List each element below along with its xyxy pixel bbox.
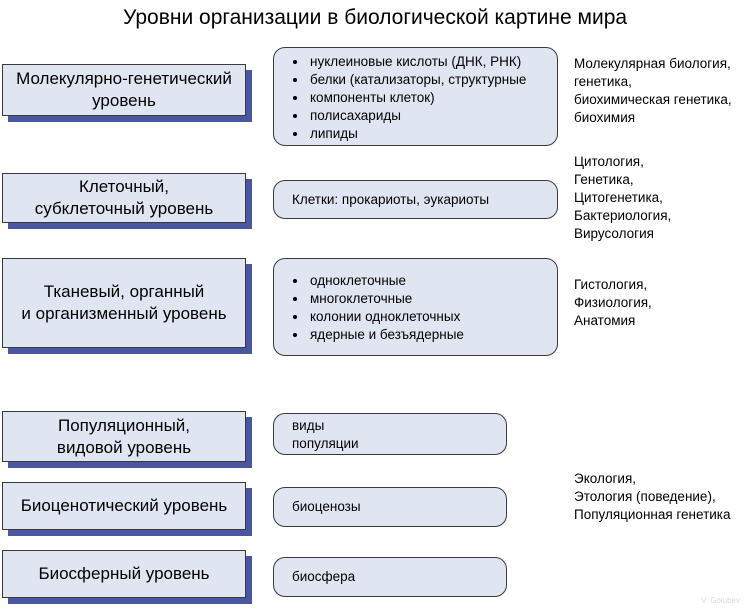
content-box-cellular: Клетки: прокариоты, эукариоты	[273, 180, 558, 219]
list-item: белки (катализаторы, структурные	[308, 71, 557, 89]
science-line: Цитогенетика,	[574, 190, 663, 205]
level-name-line: Популяционный,	[57, 415, 191, 435]
level-name-line: Тканевый, органный	[43, 282, 205, 301]
level-name-line: Клеточный,	[78, 177, 170, 196]
level-tissue-organ-organism: Тканевый, органный и организменный урове…	[2, 258, 246, 348]
list-item: полисахариды	[308, 107, 557, 125]
list-item: компоненты клеток)	[308, 89, 557, 107]
content-box-molecular: нуклеиновые кислоты (ДНК, РНК) белки (ка…	[273, 47, 558, 146]
science-line: Гистология,	[574, 277, 648, 292]
content-text: популяции	[292, 436, 359, 451]
level-name-line: Молекулярно-генетический	[16, 69, 232, 88]
science-line: Молекулярная биология,	[574, 56, 731, 71]
science-line: Вирусология	[574, 226, 654, 241]
list-item: липиды	[308, 125, 557, 143]
science-line: Экология,	[574, 471, 637, 486]
watermark: V. Golubev	[701, 596, 740, 605]
sciences-cellular: Цитология, Генетика, Цитогенетика, Бакте…	[574, 153, 671, 243]
level-molecular-genetic: Молекулярно-генетический уровень	[2, 64, 246, 116]
content-box-biocenotic: биоценозы	[273, 487, 507, 527]
list-item: одноклеточные	[308, 272, 557, 290]
content-text: биосфера	[292, 569, 356, 584]
science-line: Генетика,	[574, 172, 634, 187]
level-name-line: субклеточный уровень	[34, 199, 214, 218]
level-name-line: и организменный уровень	[21, 304, 227, 323]
content-box-biosphere: биосфера	[273, 557, 507, 597]
science-line: Популяционная генетика	[574, 507, 731, 522]
level-name-line: видовой уровень	[56, 437, 192, 457]
content-text: биоценозы	[292, 499, 361, 514]
list-item: многоклеточные	[308, 290, 557, 308]
list-item: ядерные и безъядерные	[308, 326, 557, 344]
science-line: Цитология,	[574, 154, 644, 169]
level-name-line: Биосферный уровень	[38, 564, 210, 583]
science-line: Бактериология,	[574, 208, 672, 223]
sciences-molecular: Молекулярная биология, генетика, биохими…	[574, 55, 732, 127]
content-box-tissue: одноклеточные многоклеточные колонии одн…	[273, 258, 558, 356]
science-line: Анатомия	[574, 313, 636, 328]
sciences-tissue: Гистология, Физиология, Анатомия	[574, 276, 652, 330]
science-line: Этология (поведение),	[574, 489, 716, 504]
level-name-line: уровень	[92, 91, 156, 110]
science-line: биохимия	[574, 110, 636, 125]
science-line: Физиология,	[574, 295, 652, 310]
sciences-ecology: Экология, Этология (поведение), Популяци…	[574, 470, 731, 524]
list-item: нуклеиновые кислоты (ДНК, РНК)	[308, 53, 557, 71]
science-line: биохимическая генетика,	[574, 92, 732, 107]
level-population-species: Популяционный, видовой уровень	[2, 411, 246, 462]
level-cellular: Клеточный, субклеточный уровень	[2, 173, 246, 223]
level-biocenotic: Биоценотический уровень	[2, 482, 246, 530]
diagram-title: Уровни организации в биологической карти…	[122, 6, 628, 29]
content-text: Клетки: прокариоты, эукариоты	[292, 191, 490, 207]
science-line: генетика,	[574, 74, 632, 89]
list-item: колонии одноклеточных	[308, 308, 557, 326]
level-name-line: Биоценотический уровень	[20, 496, 228, 515]
content-text: виды	[292, 418, 325, 433]
level-biosphere: Биосферный уровень	[2, 550, 246, 598]
content-box-population: виды популяции	[273, 413, 507, 455]
